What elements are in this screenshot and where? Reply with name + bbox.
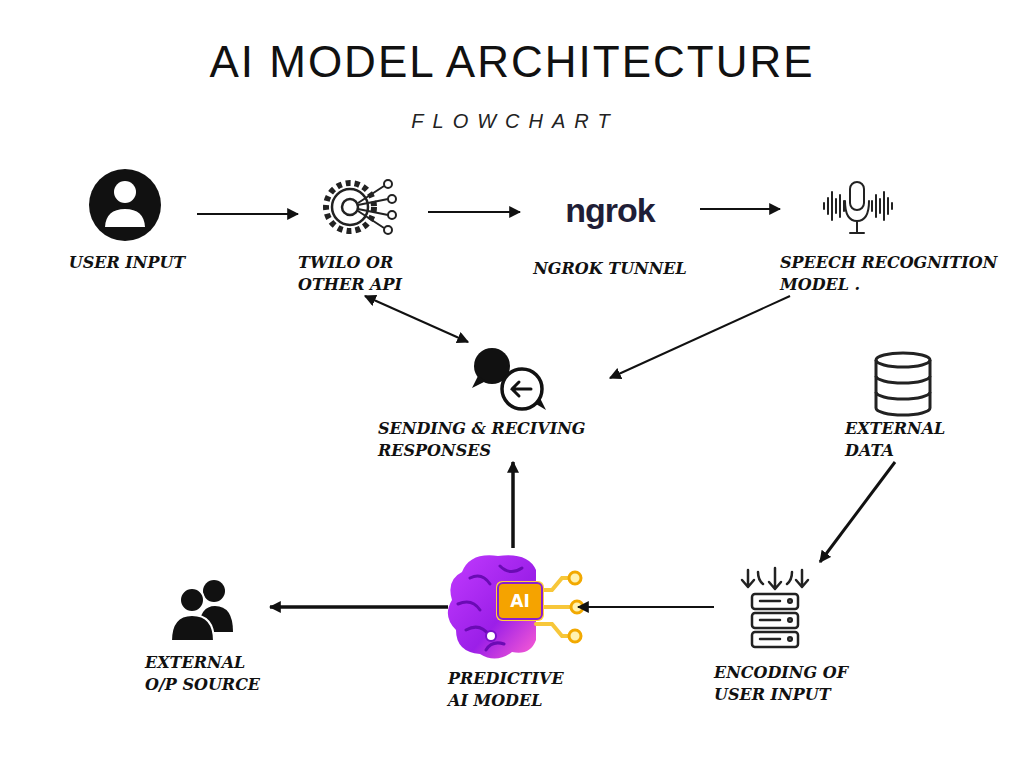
encoding-icon-part xyxy=(742,570,754,587)
flow-arrow xyxy=(365,296,468,342)
flow-node: AI PREDICTIVE AI MODEL xyxy=(448,548,578,712)
api-gear-icon-part xyxy=(388,195,396,203)
flow-node: EXTERNAL O/P SOURCE xyxy=(145,572,270,696)
node-label: PREDICTIVE AI MODEL xyxy=(448,668,578,712)
api-gear-icon-part xyxy=(326,183,374,231)
microphone-icon-part xyxy=(872,192,892,220)
database-icon-part xyxy=(876,353,930,367)
flow-arrow xyxy=(197,213,298,215)
brain-icon xyxy=(448,555,583,658)
encoding-icon-part xyxy=(788,637,792,641)
encoding-icon-part xyxy=(788,618,792,622)
microphone-icon-part xyxy=(850,221,864,233)
brain-icon-part-part xyxy=(536,624,568,636)
node-label: TWILO OR OTHER API xyxy=(298,252,428,296)
brain-icon-part-part xyxy=(569,572,581,584)
node-label: ENCODING OF USER INPUT xyxy=(714,662,874,706)
encoding-icon-part xyxy=(769,568,781,589)
people-icon-part xyxy=(180,588,204,612)
microphone-icon xyxy=(824,182,892,233)
flow-node: ENCODING OF USER INPUT xyxy=(714,562,874,706)
diagram-title: AI MODEL ARCHITECTURE xyxy=(0,36,1024,88)
flow-node: USER INPUT xyxy=(57,168,197,274)
chat-icon-part xyxy=(512,382,531,396)
flow-arrow xyxy=(428,211,520,213)
brain-icon-part xyxy=(496,581,544,621)
node-label: EXTERNAL DATA xyxy=(845,418,975,462)
encoding-icon-part xyxy=(758,572,792,584)
chat-icon-part xyxy=(472,376,486,388)
flow-node: TWILO OR OTHER API xyxy=(298,172,428,296)
api-gear-icon xyxy=(326,180,396,234)
subtitle-label: FLOWCHART xyxy=(0,108,1024,134)
encoding-icon-part xyxy=(788,599,792,603)
encoding-icon xyxy=(742,568,808,647)
encoding-icon-part xyxy=(796,570,808,587)
node-label: NGROK TUNNEL xyxy=(520,258,700,280)
flow-node: ngrokNGROK TUNNEL xyxy=(520,190,700,280)
flow-node: SPEECH RECOGNITION MODEL . xyxy=(780,172,1016,296)
chat-icon-part xyxy=(502,369,542,409)
brain-icon-part-part xyxy=(540,605,570,609)
flow-arrow xyxy=(820,462,895,562)
flow-arrow xyxy=(578,606,714,608)
api-gear-icon-part xyxy=(384,226,392,234)
api-gear-icon-part xyxy=(332,189,368,225)
node-label: SENDING & RECIVING RESPONSES xyxy=(378,418,610,462)
microphone-icon-part xyxy=(824,192,844,220)
flow-node: SENDING & RECIVING RESPONSES xyxy=(378,342,610,462)
people-icon xyxy=(171,580,233,641)
people-icon-part xyxy=(171,615,214,641)
node-label: EXTERNAL O/P SOURCE xyxy=(145,652,270,696)
logo-text: ngrok xyxy=(520,190,700,230)
flow-arrow xyxy=(610,296,790,378)
node-label: USER INPUT xyxy=(57,252,197,274)
user-icon-part xyxy=(105,209,145,227)
encoding-icon-part xyxy=(760,601,780,639)
brain-icon-part xyxy=(498,583,542,619)
microphone-icon-part xyxy=(850,182,864,210)
database-icon-part xyxy=(876,376,930,399)
brain-icon-part-part xyxy=(569,630,581,642)
flow-node: EXTERNAL DATA xyxy=(845,348,975,462)
chip-text: AI xyxy=(500,588,540,614)
flow-arrow xyxy=(270,605,448,609)
api-gear-icon-part xyxy=(342,199,358,215)
user-icon-part xyxy=(114,181,136,203)
brain-icon-part xyxy=(486,631,496,641)
flow-arrow xyxy=(700,208,780,210)
flow-arrow xyxy=(511,462,515,548)
api-gear-icon-part xyxy=(388,211,396,219)
user-icon-part xyxy=(89,169,161,241)
user-icon xyxy=(89,169,161,241)
node-label: SPEECH RECOGNITION MODEL . xyxy=(780,252,1016,296)
microphone-icon-part xyxy=(845,201,869,221)
chat-icon-part xyxy=(536,398,546,410)
people-icon-part xyxy=(203,580,225,602)
database-icon xyxy=(876,353,930,415)
chat-icon xyxy=(472,348,546,410)
api-gear-icon-part xyxy=(384,180,392,188)
api-gear-icon-part xyxy=(358,186,388,228)
